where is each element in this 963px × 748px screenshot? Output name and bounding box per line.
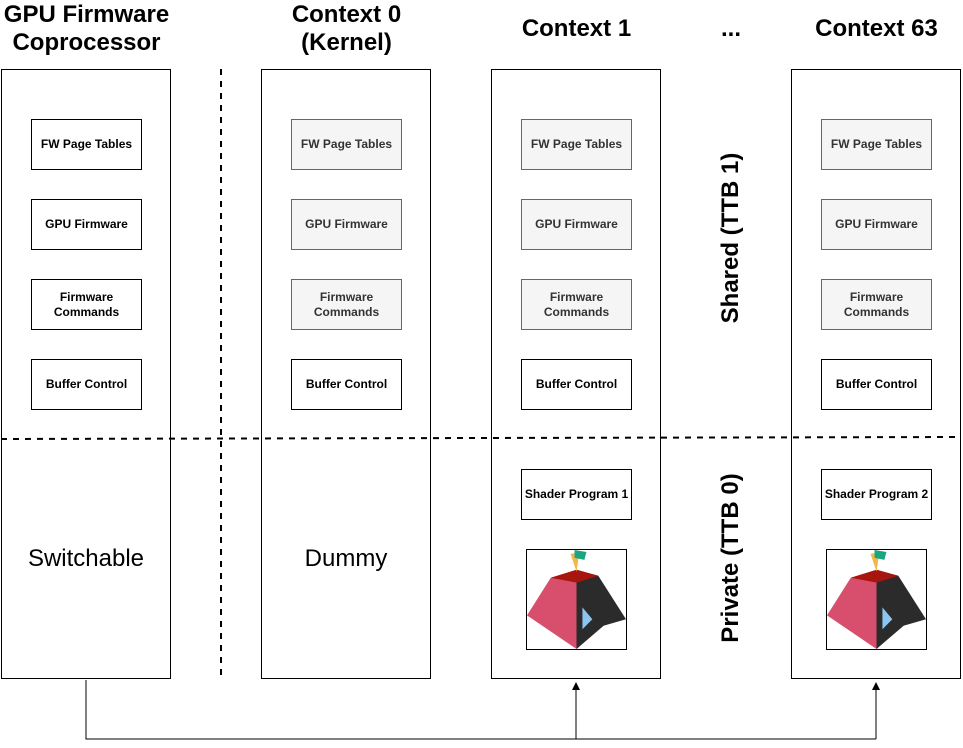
private-ttb0-label: Private (TTB 0) bbox=[717, 473, 744, 643]
gpu-firmware-box: GPU Firmware bbox=[821, 199, 932, 250]
header-context-0-kernel: Context 0 (Kernel) bbox=[291, 1, 402, 56]
header-context-63: Context 63 bbox=[815, 15, 938, 42]
buffer-control-box: Buffer Control bbox=[291, 359, 402, 410]
asahi-linux-logo-icon bbox=[527, 550, 626, 649]
header-ellipsis: ... bbox=[720, 15, 741, 42]
buffer-control-box: Buffer Control bbox=[31, 359, 142, 410]
firmware-commands-box: Firmware Commands bbox=[291, 279, 402, 330]
buffer-control-box: Buffer Control bbox=[821, 359, 932, 410]
fw-page-tables-box: FW Page Tables bbox=[821, 119, 932, 170]
header-gpu-firmware-coprocessor: GPU Firmware Coprocessor bbox=[3, 1, 170, 56]
fw-page-tables-box: FW Page Tables bbox=[31, 119, 142, 170]
dummy-label: Dummy bbox=[304, 545, 388, 572]
asahi-linux-logo-icon bbox=[827, 550, 926, 649]
shader-program-1-box: Shader Program 1 bbox=[521, 469, 632, 520]
firmware-commands-box: Firmware Commands bbox=[31, 279, 142, 330]
shader-program-2-box: Shader Program 2 bbox=[821, 469, 932, 520]
firmware-commands-box: Firmware Commands bbox=[521, 279, 632, 330]
asahi-logo-box bbox=[826, 549, 927, 650]
gpu-firmware-box: GPU Firmware bbox=[521, 199, 632, 250]
buffer-control-box: Buffer Control bbox=[521, 359, 632, 410]
gpu-firmware-box: GPU Firmware bbox=[291, 199, 402, 250]
fw-page-tables-box: FW Page Tables bbox=[521, 119, 632, 170]
fw-page-tables-box: FW Page Tables bbox=[291, 119, 402, 170]
switchable-label: Switchable bbox=[27, 545, 145, 572]
shared-ttb1-label: Shared (TTB 1) bbox=[717, 152, 744, 324]
gpu-firmware-box: GPU Firmware bbox=[31, 199, 142, 250]
header-context-1: Context 1 bbox=[521, 15, 632, 42]
asahi-logo-box bbox=[526, 549, 627, 650]
switch-connector-line bbox=[85, 680, 876, 740]
firmware-commands-box: Firmware Commands bbox=[821, 279, 932, 330]
